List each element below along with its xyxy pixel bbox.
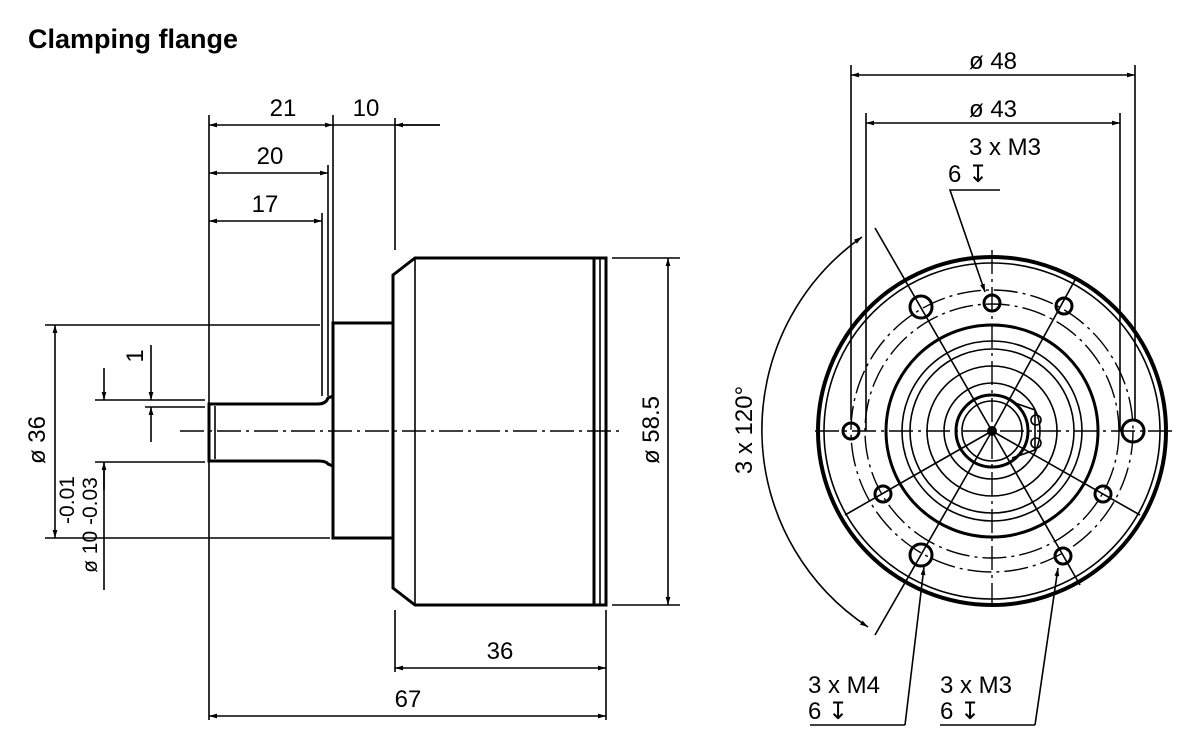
angle-label: 3 x 120° bbox=[731, 386, 758, 474]
dim-21: 21 bbox=[270, 95, 297, 122]
bottom-left-thread-label: 3 x M4 bbox=[808, 672, 880, 699]
mounting-holes bbox=[841, 293, 1146, 568]
front-view: ø 48 ø 43 3 x M3 6 ↧ 3 x 120° 3 x M4 6 ↧… bbox=[731, 48, 1172, 726]
bottom-right-depth-label: 6 ↧ bbox=[940, 698, 980, 725]
bottom-right-thread-label: 3 x M3 bbox=[940, 672, 1012, 699]
dim-20: 20 bbox=[257, 143, 284, 170]
dim-1: 1 bbox=[122, 349, 149, 362]
dim-dia-10: ø 10 -0.03 bbox=[79, 477, 102, 573]
dim-10: 10 bbox=[353, 95, 380, 122]
dim-67: 67 bbox=[395, 686, 422, 713]
dim-36-length: 36 bbox=[487, 638, 514, 665]
dim-17: 17 bbox=[252, 191, 279, 218]
drawing-title: Clamping flange bbox=[28, 24, 239, 54]
dim-dia-36: ø 36 bbox=[24, 416, 51, 464]
top-thread-label: 3 x M3 bbox=[969, 134, 1041, 161]
dim-tolerance-upper: -0.01 bbox=[56, 476, 79, 524]
dim-dia-43: ø 43 bbox=[969, 96, 1017, 123]
dim-dia-48: ø 48 bbox=[969, 48, 1017, 75]
top-depth-label: 6 ↧ bbox=[948, 161, 988, 188]
side-view: 21 10 20 17 36 67 ø 58.5 ø 36 1 -0.01 ø … bbox=[24, 95, 680, 720]
dim-dia-58-5: ø 58.5 bbox=[638, 396, 665, 464]
bottom-left-depth-label: 6 ↧ bbox=[808, 698, 848, 725]
